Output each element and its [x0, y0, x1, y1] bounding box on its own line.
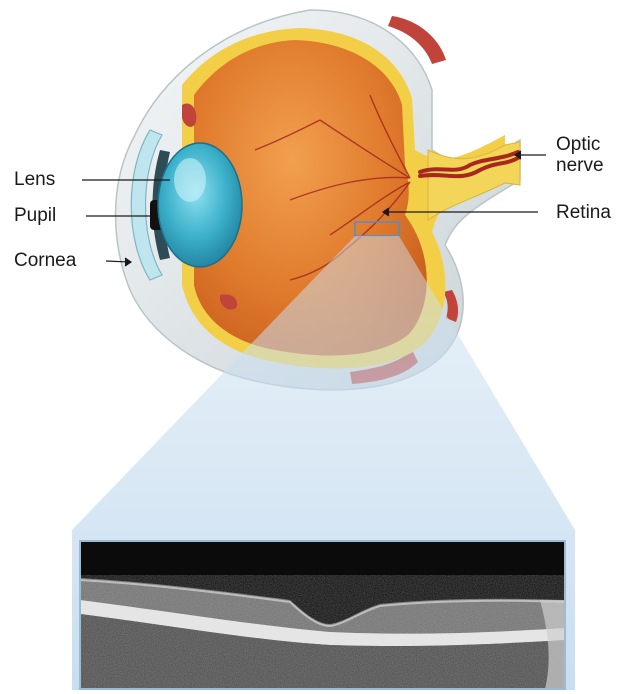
oct-speckle	[80, 575, 565, 689]
label-lens: Lens	[14, 169, 55, 190]
label-pupil: Pupil	[14, 205, 56, 226]
oct-scan-image	[80, 541, 565, 689]
label-optic-nerve-line2: nerve	[556, 155, 604, 176]
label-optic-nerve-line1: Optic	[556, 134, 600, 155]
label-cornea: Cornea	[14, 250, 76, 271]
label-retina: Retina	[556, 202, 611, 223]
lens-highlight	[174, 158, 206, 202]
lens-shape	[158, 143, 242, 267]
